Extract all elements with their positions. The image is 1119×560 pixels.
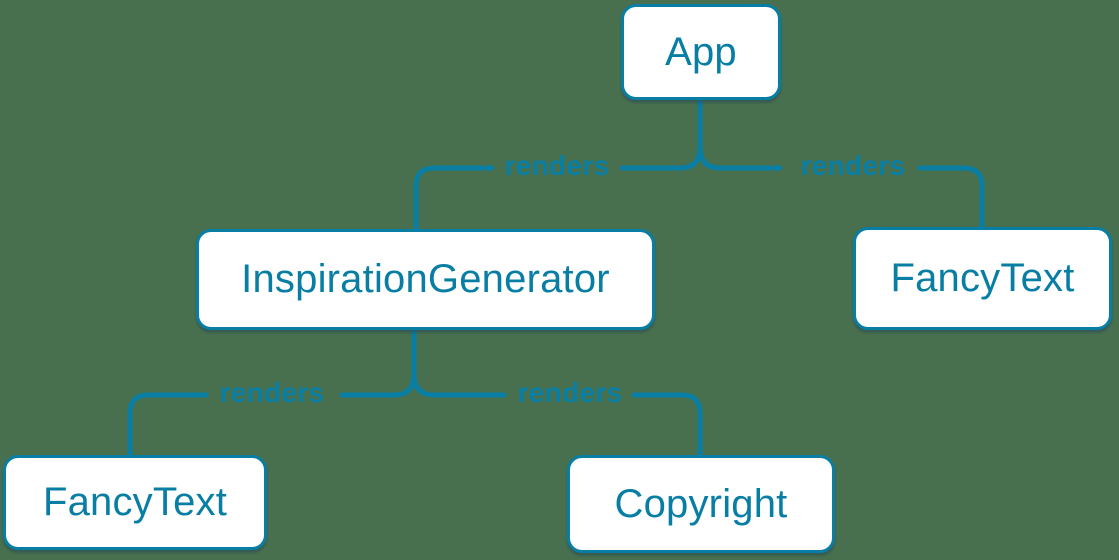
edge-line <box>619 97 703 171</box>
edge-line <box>631 392 703 458</box>
node-inspiration-generator: InspirationGenerator <box>196 229 655 330</box>
edge-line <box>413 165 495 232</box>
edge-line <box>697 144 783 171</box>
edge-line <box>411 371 507 398</box>
edge-label-renders: renders <box>800 150 906 181</box>
edge-app-to-fancytext <box>697 144 985 230</box>
edge-label-renders: renders <box>517 377 623 408</box>
node-copyright: Copyright <box>567 455 835 553</box>
node-copyright-label: Copyright <box>614 481 788 526</box>
node-fancy-text-right-label: FancyText <box>890 256 1075 300</box>
edge-label-renders: renders <box>504 150 610 181</box>
edge-line <box>917 165 985 230</box>
node-fancy-text-right: FancyText <box>853 227 1112 330</box>
edge-label-renders: renders <box>219 377 325 408</box>
edge-line <box>127 392 209 458</box>
node-fancy-text-bottom-label: FancyText <box>42 480 228 524</box>
edge-line <box>339 327 417 398</box>
node-fancy-text-bottom: FancyText <box>3 455 267 550</box>
node-app: App <box>621 4 781 100</box>
edge-inspirationgenerator-to-copyright <box>411 371 703 458</box>
node-inspiration-generator-label: InspirationGenerator <box>241 257 610 301</box>
node-app-label: App <box>665 29 737 74</box>
